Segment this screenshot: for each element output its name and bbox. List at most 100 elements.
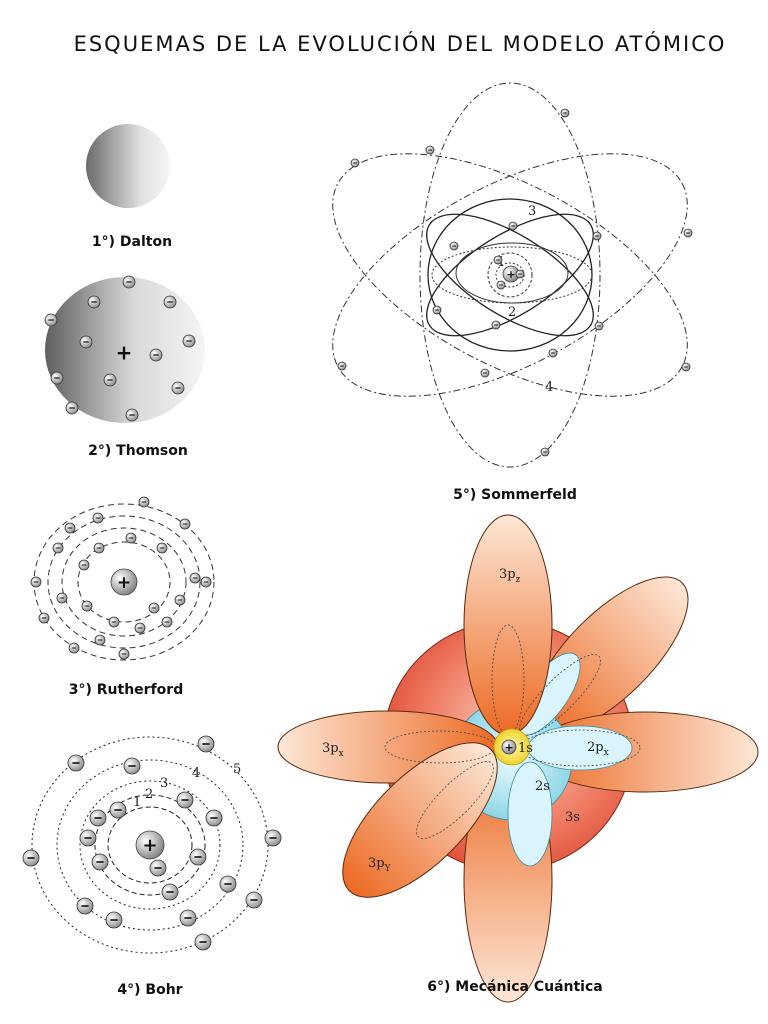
electron xyxy=(149,348,163,362)
electron xyxy=(548,348,558,358)
orbital-3pz-lobe-top xyxy=(463,514,553,736)
rutherford-nucleus-charge: + xyxy=(117,573,131,593)
electron xyxy=(105,911,123,929)
electron xyxy=(50,371,64,385)
thomson-electrons xyxy=(44,275,196,422)
electron xyxy=(189,572,201,584)
electron xyxy=(123,757,141,775)
thomson-positive-charge: + xyxy=(116,341,133,365)
quantum-nucleus-charge: + xyxy=(504,741,513,754)
bohr-electrons xyxy=(22,735,282,951)
sommerfeld-level-2: 2 xyxy=(508,305,516,320)
electron xyxy=(681,362,691,372)
electron xyxy=(38,612,50,624)
electron xyxy=(103,373,117,387)
electron xyxy=(496,280,506,290)
sommerfeld-level-3: 3 xyxy=(528,204,536,219)
thomson-model: + 2°) Thomson xyxy=(44,275,205,459)
electron xyxy=(93,542,105,554)
electron xyxy=(94,634,106,646)
bohr-nucleus xyxy=(135,830,165,860)
electron xyxy=(594,321,604,331)
sommerfeld-level3-orbits xyxy=(426,198,594,352)
electron xyxy=(174,594,186,606)
label-2s: 2s xyxy=(535,779,550,794)
orbital-2px-lobe-right xyxy=(527,725,633,771)
electron xyxy=(68,642,80,654)
electron xyxy=(149,859,167,877)
electron xyxy=(87,295,101,309)
electron xyxy=(200,576,212,588)
electron xyxy=(163,295,177,309)
electron xyxy=(179,909,197,927)
electron xyxy=(449,241,459,251)
bohr-caption: 4°) Bohr xyxy=(117,982,182,998)
electron xyxy=(67,754,85,772)
electron xyxy=(109,801,127,819)
electron xyxy=(194,933,212,951)
electron xyxy=(264,829,282,847)
electron xyxy=(197,735,215,753)
electron xyxy=(30,576,42,588)
electron xyxy=(176,791,194,809)
dalton-caption: 1°) Dalton xyxy=(92,234,172,250)
label-3py: 3pY xyxy=(368,856,392,874)
electron xyxy=(171,381,185,395)
bohr-level-3: 3 xyxy=(160,776,168,791)
electron xyxy=(92,512,104,524)
electron xyxy=(592,231,602,241)
electron xyxy=(91,853,109,871)
electron xyxy=(125,532,137,544)
sommerfeld-inner-orbits xyxy=(431,242,593,304)
electron xyxy=(508,221,518,231)
quantum-caption: 6°) Mecánica Cuántica xyxy=(427,979,602,995)
dalton-model: 1°) Dalton xyxy=(86,124,172,250)
sommerfeld-level-4: 4 xyxy=(545,380,553,395)
electron xyxy=(189,848,207,866)
quantum-model: + 1s 2s 3s 3pz 3px 3pY 2px 6°) Mecánica … xyxy=(277,514,759,1003)
electron xyxy=(118,648,130,660)
electron xyxy=(138,496,150,508)
electron xyxy=(493,255,503,265)
thomson-sphere xyxy=(45,277,205,423)
thomson-caption: 2°) Thomson xyxy=(88,443,188,459)
rutherford-nucleus xyxy=(110,568,138,596)
electron xyxy=(161,616,173,628)
electron xyxy=(79,829,97,847)
rutherford-electrons xyxy=(30,496,212,660)
page-title: ESQUEMAS DE LA EVOLUCIÓN DEL MODELO ATÓM… xyxy=(74,31,727,56)
bohr-nucleus-charge: + xyxy=(142,835,157,856)
bohr-level-1: 1 xyxy=(133,795,141,810)
electron xyxy=(65,401,79,415)
sommerfeld-nucleus-charge: + xyxy=(506,268,515,281)
electron xyxy=(79,335,93,349)
label-3s: 3s xyxy=(565,810,580,825)
electron xyxy=(337,361,347,371)
orbital-3py-lobe-lower-left xyxy=(342,742,498,898)
electron xyxy=(89,809,107,827)
sommerfeld-model: + 1 2 3 4 5°) Sommerfeld xyxy=(332,82,693,503)
bohr-level-5: 5 xyxy=(233,762,241,777)
electron xyxy=(64,522,76,534)
label-3pz: 3pz xyxy=(499,567,521,585)
label-1s: 1s xyxy=(518,741,533,756)
bohr-orbits xyxy=(31,736,269,954)
electron xyxy=(480,368,490,378)
rutherford-model: + 3°) Rutherford xyxy=(30,496,215,698)
electron xyxy=(515,269,525,279)
electron xyxy=(161,883,179,901)
electron xyxy=(182,334,196,348)
orbital-2p-lobe-lower xyxy=(507,761,553,867)
sommerfeld-electrons xyxy=(337,108,693,457)
electron xyxy=(76,897,94,915)
electron xyxy=(350,158,360,168)
electron xyxy=(134,622,146,634)
electron xyxy=(122,275,136,289)
bohr-level-4: 4 xyxy=(192,766,200,781)
electron xyxy=(22,849,40,867)
electron xyxy=(44,313,58,327)
electron xyxy=(108,616,120,628)
electron xyxy=(156,542,168,554)
bohr-model: + 1 2 3 4 5 4°) Bohr xyxy=(22,735,282,998)
electron xyxy=(219,875,237,893)
